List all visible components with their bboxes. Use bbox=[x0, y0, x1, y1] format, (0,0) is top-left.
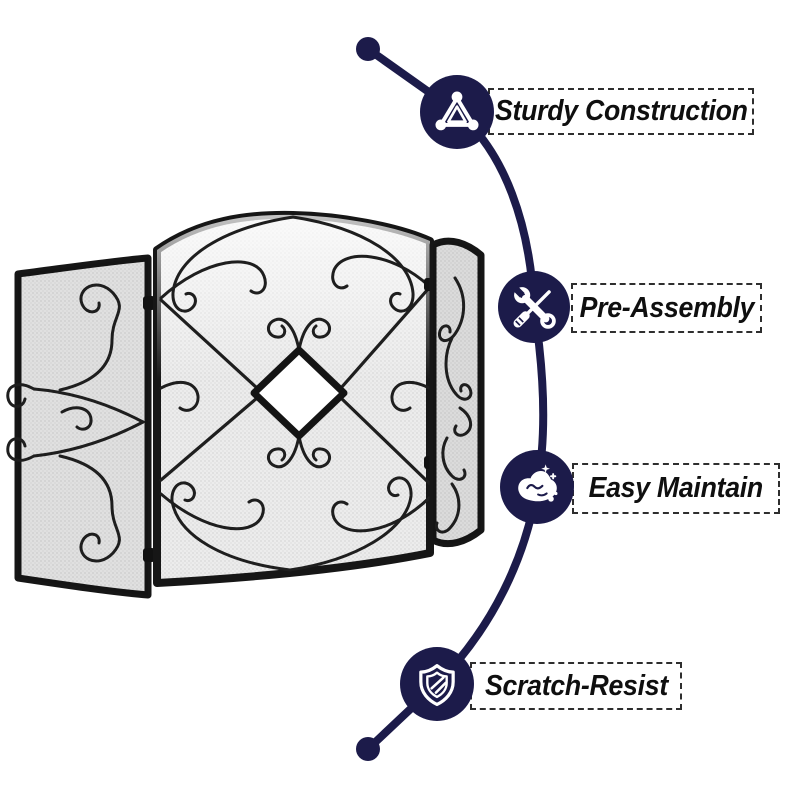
feature-label-box-pre-assembly: Pre-Assembly bbox=[571, 283, 762, 333]
wrench-screwdriver-icon bbox=[508, 281, 556, 329]
hinge-knob bbox=[424, 278, 434, 291]
curve-endpoint-dot-top bbox=[356, 37, 380, 61]
feature-label: Easy Maintain bbox=[588, 472, 764, 504]
feature-icon-badge bbox=[420, 75, 494, 149]
curve-endpoint-dot-bottom bbox=[356, 737, 380, 761]
screen-left-panel bbox=[6, 254, 155, 599]
shield-icon bbox=[419, 664, 455, 707]
feature-icon-badge bbox=[500, 450, 574, 524]
hinge-knob bbox=[143, 548, 155, 562]
wiping-hand-icon bbox=[518, 464, 558, 502]
screen-center-panel bbox=[153, 210, 434, 587]
screen-right-panel bbox=[429, 237, 485, 548]
diamond-cutout bbox=[250, 346, 348, 440]
feature-label-box-sturdy-construction: Sturdy Construction bbox=[488, 88, 754, 135]
feature-label: Pre-Assembly bbox=[579, 291, 754, 324]
feature-label-box-easy-maintain: Easy Maintain bbox=[572, 463, 780, 514]
hinge-knob bbox=[424, 456, 434, 469]
feature-icon-badge bbox=[498, 271, 570, 343]
tripod-structure-icon bbox=[435, 91, 479, 131]
fireplace-screen-illustration bbox=[6, 210, 485, 599]
hinge-knob bbox=[143, 296, 155, 310]
feature-icon-badge bbox=[400, 647, 474, 721]
connector-path bbox=[364, 45, 548, 753]
feature-label-box-scratch-resist: Scratch-Resist bbox=[470, 662, 682, 710]
feature-label: Scratch-Resist bbox=[484, 669, 668, 702]
feature-label: Sturdy Construction bbox=[494, 95, 748, 127]
